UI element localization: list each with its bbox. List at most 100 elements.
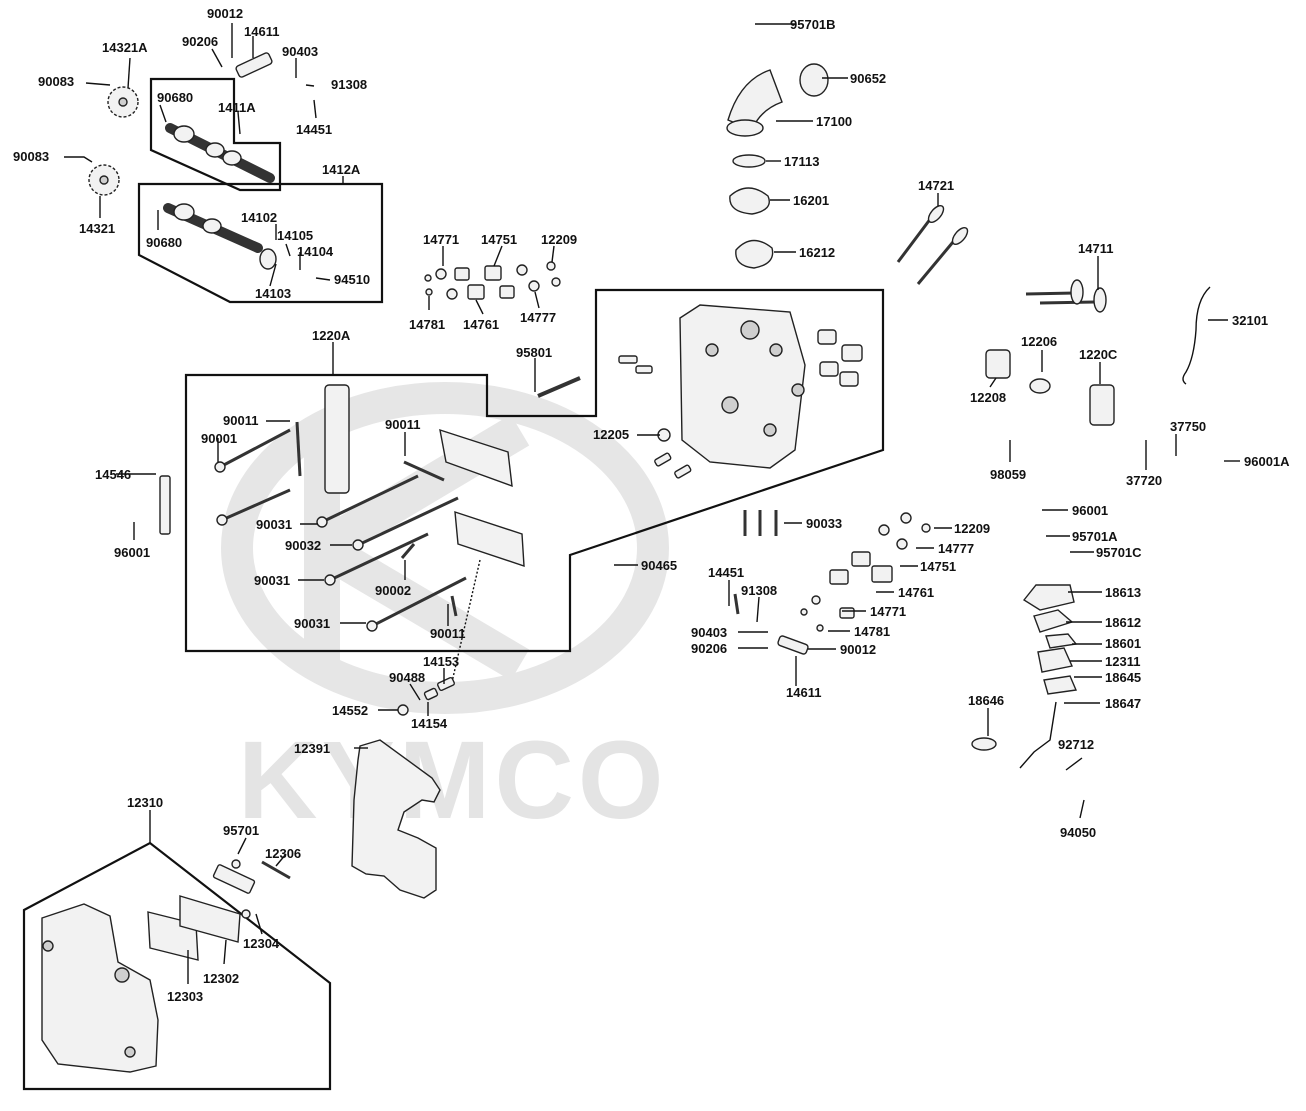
part-number-18601: 18601 [1105, 636, 1141, 651]
part-number-1220a: 1220A [312, 328, 351, 343]
part-number-90002: 90002 [375, 583, 411, 598]
part-number-90011: 90011 [223, 413, 258, 428]
part-number-18612: 18612 [1105, 615, 1141, 630]
part-number-14611: 14611 [786, 685, 821, 700]
part-number-98059: 98059 [990, 467, 1026, 482]
part-number-91308: 91308 [331, 77, 367, 92]
part-number-90001: 90001 [201, 431, 237, 446]
part-number-14781: 14781 [854, 624, 890, 639]
part-number-12304: 12304 [243, 936, 280, 951]
part-number-12310: 12310 [127, 795, 163, 810]
valve-spring-set-lower [800, 512, 931, 632]
head-bolts [214, 421, 467, 632]
part-number-12209: 12209 [541, 232, 577, 247]
part-number-14451: 14451 [296, 122, 332, 137]
part-number-12391: 12391 [294, 741, 330, 756]
part-number-90031: 90031 [256, 517, 292, 532]
part-number-18647: 18647 [1105, 696, 1141, 711]
head-cover-12310 [41, 859, 291, 1073]
part-number-14761: 14761 [463, 317, 499, 332]
part-number-17100: 17100 [816, 114, 852, 129]
frame-cylinder-head-1220a [184, 288, 885, 653]
part-number-95801: 95801 [516, 345, 552, 360]
part-number-90680: 90680 [146, 235, 182, 250]
part-number-14102: 14102 [241, 210, 277, 225]
part-number-90031: 90031 [254, 573, 290, 588]
part-number-17113: 17113 [784, 154, 819, 169]
part-number-14711: 14711 [1078, 241, 1113, 256]
part-number-14153: 14153 [423, 654, 459, 669]
cylinder-head [679, 304, 863, 469]
frame-head-cover-12310 [22, 841, 332, 1091]
part-number-90206: 90206 [691, 641, 727, 656]
oil-pump-parts [971, 584, 1078, 769]
gasket-16201 [729, 187, 770, 215]
part-number-12209: 12209 [954, 521, 990, 536]
part-number-91308: 91308 [741, 583, 777, 598]
part-number-12206: 12206 [1021, 334, 1057, 349]
sensor-wire-32101 [1182, 286, 1211, 385]
part-number-12205: 12205 [593, 427, 629, 442]
part-number-14321a: 14321A [102, 40, 148, 55]
part-number-90032: 90032 [285, 538, 321, 553]
part-number-12303: 12303 [167, 989, 203, 1004]
part-number-12208: 12208 [970, 390, 1006, 405]
part-number-12302: 12302 [203, 971, 239, 986]
part-number-1220c: 1220C [1079, 347, 1118, 362]
part-number-90011: 90011 [385, 417, 420, 432]
part-number-90206: 90206 [182, 34, 218, 49]
part-number-95701c: 95701C [1096, 545, 1142, 560]
watermark-text: KYMCO [238, 719, 667, 842]
part-number-90033: 90033 [806, 516, 842, 531]
part-number-90652: 90652 [850, 71, 886, 86]
part-number-14552: 14552 [332, 703, 368, 718]
part-number-16212: 16212 [799, 245, 835, 260]
leader-lines [64, 23, 1240, 984]
part-number-95701: 95701 [223, 823, 259, 838]
part-labels: 90012 14611 90206 14321A 90403 90083 913… [13, 6, 1290, 1004]
part-number-14751: 14751 [481, 232, 517, 247]
part-number-90403: 90403 [691, 625, 727, 640]
part-number-90083: 90083 [38, 74, 74, 89]
part-number-96001: 96001 [1072, 503, 1108, 518]
part-number-1411a: 1411A [218, 100, 256, 115]
brand-watermark: KYMCO [221, 382, 669, 842]
part-number-14611: 14611 [244, 24, 279, 39]
part-number-14154: 14154 [411, 716, 448, 731]
valves-14721 [896, 204, 969, 285]
frame-camshaft-1412a [137, 182, 384, 304]
part-number-18646: 18646 [968, 693, 1004, 708]
part-number-16201: 16201 [793, 193, 829, 208]
part-number-95701a: 95701A [1072, 529, 1118, 544]
camshaft-holder-upper [324, 384, 525, 567]
part-number-90403: 90403 [282, 44, 318, 59]
part-number-18645: 18645 [1105, 670, 1141, 685]
head-cover-gasket-12391 [351, 739, 441, 899]
part-number-32101: 32101 [1232, 313, 1268, 328]
part-number-12306: 12306 [265, 846, 301, 861]
o-ring-17113 [732, 154, 766, 168]
part-number-1412a: 1412A [322, 162, 361, 177]
valves-14711 [1025, 279, 1107, 313]
part-number-14781: 14781 [409, 317, 445, 332]
part-number-18613: 18613 [1105, 585, 1141, 600]
part-number-14777: 14777 [938, 541, 974, 556]
valve-spring-set-upper [424, 261, 561, 300]
part-number-14777: 14777 [520, 310, 556, 325]
part-number-14771: 14771 [870, 604, 906, 619]
part-number-14104: 14104 [297, 244, 334, 259]
part-drawings [41, 52, 1211, 1073]
group-frames [22, 77, 885, 1091]
part-number-90680: 90680 [157, 90, 193, 105]
part-number-95701b: 95701B [790, 17, 836, 32]
part-number-12311: 12311 [1105, 654, 1140, 669]
part-number-14546: 14546 [95, 467, 131, 482]
part-number-90488: 90488 [389, 670, 425, 685]
part-number-96001a: 96001A [1244, 454, 1290, 469]
part-number-14321: 14321 [79, 221, 115, 236]
camshaft-1411a [165, 123, 275, 183]
part-number-14751: 14751 [920, 559, 956, 574]
part-number-14761: 14761 [898, 585, 934, 600]
part-number-90031: 90031 [294, 616, 330, 631]
